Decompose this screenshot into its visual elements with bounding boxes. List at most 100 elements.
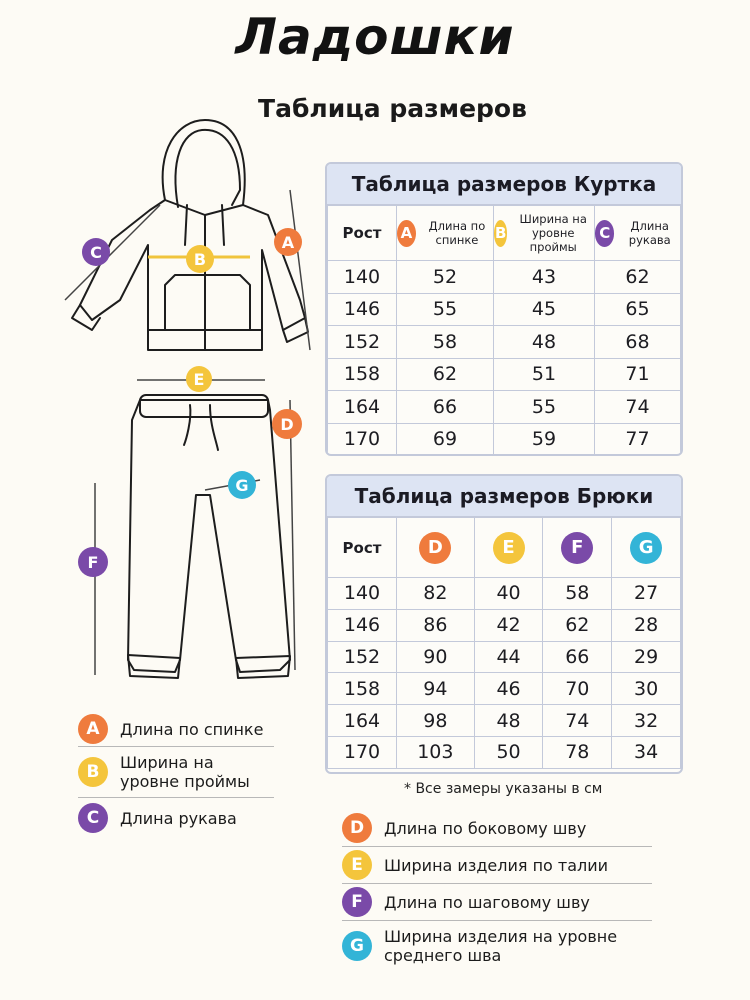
pants-cell: 30 [611, 672, 681, 706]
jacket-cell: 58 [396, 325, 494, 359]
legend-c-icon: C [78, 803, 108, 833]
pants-table-title: Таблица размеров Брюки [327, 476, 681, 517]
pants-outline [127, 399, 291, 673]
badge-g-icon: G [630, 531, 663, 564]
pants-cell: 58 [542, 577, 613, 610]
pants-cell: 34 [611, 735, 681, 769]
legend-b-text: Ширина на уровне проймы [120, 753, 250, 791]
pants-cell: 86 [396, 608, 475, 642]
diagram-badge-b [186, 245, 214, 273]
pants-cell: 140 [327, 577, 397, 610]
pants-cell: 27 [611, 577, 681, 610]
pants-cell: 152 [327, 640, 397, 674]
jacket-cell: 71 [594, 357, 681, 391]
diagram-badge-g-text: G [235, 476, 248, 495]
jacket-cell: 55 [396, 292, 494, 326]
hood-drawstrings [184, 204, 225, 246]
pants-cell: 70 [542, 672, 613, 706]
legend-g-icon: G [342, 931, 372, 961]
jacket-cell: 68 [594, 325, 681, 359]
legend-item-a: A Длина по спинке [78, 712, 274, 747]
jacket-cell: 51 [493, 357, 595, 391]
jacket-col-b: B Ширина на уровне проймы [493, 205, 595, 261]
hood-outline [174, 128, 241, 208]
pants-left-cuff [127, 654, 181, 679]
legend-item-d: D Длина по боковому шву [342, 810, 652, 847]
badge-a-icon: A [397, 219, 416, 247]
jacket-right-cuff [282, 317, 309, 343]
pants-cell: 98 [396, 704, 475, 737]
diagram-badge-e-text: E [194, 370, 205, 389]
arrow-c [64, 204, 161, 301]
pants-cell: 164 [327, 704, 397, 737]
jacket-col-c: C Длина рукава [594, 205, 681, 261]
jacket-cell: 66 [396, 390, 494, 424]
legend-e-text: Ширина изделия по талии [384, 855, 609, 875]
diagram-badge-a [274, 228, 302, 256]
pants-cell: 170 [327, 735, 397, 769]
diagram-badge-d [272, 409, 302, 439]
pants-legend: D Длина по боковому шву E Ширина изделия… [342, 810, 652, 971]
legend-d-text: Длина по боковому шву [384, 818, 587, 838]
jacket-cell: 62 [594, 260, 681, 294]
jacket-cell: 69 [396, 422, 494, 454]
pants-cell: 74 [542, 704, 613, 737]
pants-col-d: D [396, 517, 475, 578]
pants-cell: 103 [396, 735, 475, 769]
pants-cell: 28 [611, 608, 681, 642]
pants-cell: 46 [473, 672, 544, 706]
pants-cell: 94 [396, 672, 475, 706]
pants-cell: 29 [611, 640, 681, 674]
legend-f-text: Длина по шаговому шву [384, 892, 590, 912]
badge-d-icon: D [419, 531, 452, 564]
garment-diagram: A B C E D G F [64, 119, 311, 679]
jacket-cell: 55 [493, 390, 595, 424]
pants-col-f: F [542, 517, 613, 578]
pants-cell: 42 [473, 608, 544, 642]
jacket-cell: 140 [327, 260, 397, 294]
brand-logo: Ладошки [235, 8, 515, 66]
diagram-badge-d-text: D [280, 415, 293, 434]
pants-col-g: G [611, 517, 681, 578]
legend-f-icon: F [342, 887, 372, 917]
legend-c-text: Длина рукава [120, 808, 237, 828]
diagram-badge-e [186, 366, 212, 392]
pants-right-cuff [235, 655, 291, 679]
jacket-cell: 74 [594, 390, 681, 424]
legend-item-b: B Ширина на уровне проймы [78, 747, 274, 798]
pants-cell: 82 [396, 577, 475, 610]
jacket-table-title: Таблица размеров Куртка [327, 164, 681, 205]
legend-a-text: Длина по спинке [120, 719, 264, 739]
pants-cell: 158 [327, 672, 397, 706]
jacket-cell: 146 [327, 292, 397, 326]
jacket-col-a-label: Длина по спинке [428, 219, 486, 247]
jacket-cell: 164 [327, 390, 397, 424]
pants-cell: 146 [327, 608, 397, 642]
diagram-badge-f [78, 547, 108, 577]
measurement-note: * Все замеры указаны в см [404, 781, 603, 797]
jacket-legend: A Длина по спинке B Ширина на уровне про… [78, 712, 274, 838]
jacket-body-outline [79, 199, 306, 331]
legend-a-icon: A [78, 714, 108, 744]
legend-item-c: C Длина рукава [78, 798, 274, 838]
jacket-cell: 52 [396, 260, 494, 294]
pants-cell: 40 [473, 577, 544, 610]
legend-g-text: Ширина изделия на уровне среднего шва [384, 927, 618, 965]
badge-e-icon: E [492, 531, 525, 564]
jacket-cell: 170 [327, 422, 397, 454]
jacket-col-rost: Рост [327, 205, 397, 261]
pants-cell: 44 [473, 640, 544, 674]
jacket-cell: 152 [327, 325, 397, 359]
legend-item-g: G Ширина изделия на уровне среднего шва [342, 921, 652, 971]
legend-item-e: E Ширина изделия по талии [342, 847, 652, 884]
legend-e-icon: E [342, 850, 372, 880]
diagram-badge-f-text: F [88, 553, 99, 572]
